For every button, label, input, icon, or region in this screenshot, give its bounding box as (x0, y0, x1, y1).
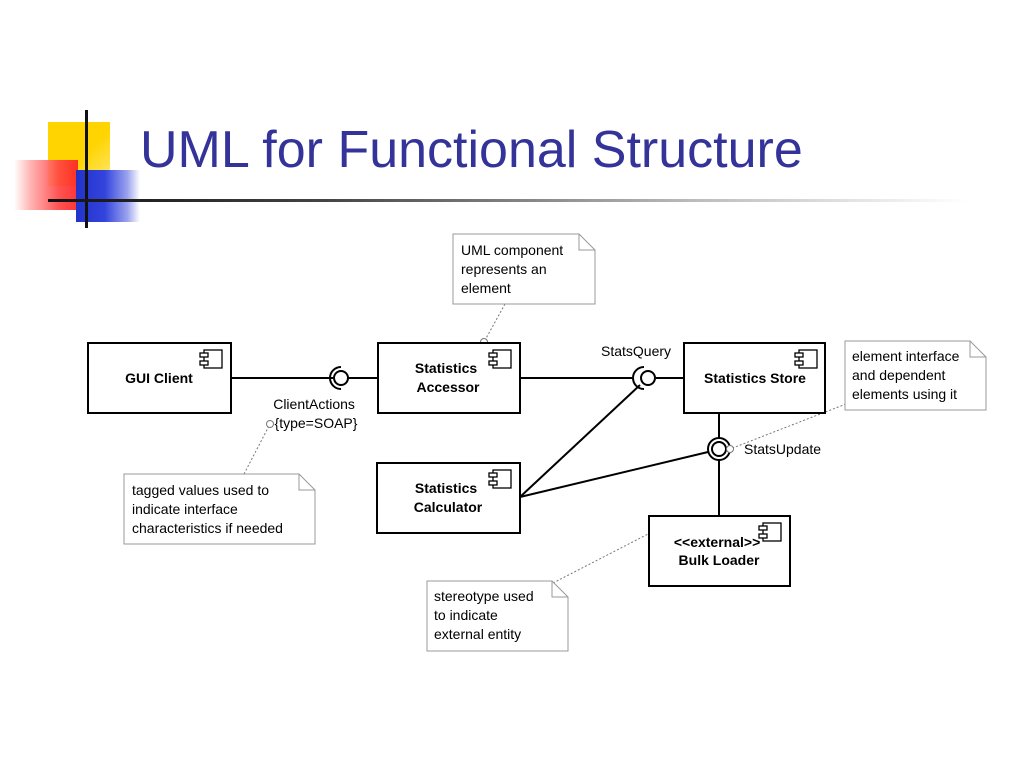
note-anchors (243, 303, 847, 584)
connectors (231, 377, 720, 516)
note-stereotype-fold (551, 581, 568, 598)
note-element-interface-shape (844, 340, 987, 411)
client-actions-label: ClientActions {type=SOAP} (273, 396, 359, 431)
statistics-store-label: Statistics Store (704, 370, 806, 386)
uml-component-icon (794, 349, 818, 369)
stats-query-socket (632, 366, 645, 390)
calculator-to-stats-update-line (519, 451, 709, 498)
uml-component-note-anchor (483, 303, 506, 343)
element-interface-note-anchor (729, 403, 847, 450)
component-statistics-accessor: Statistics Accessor (377, 342, 521, 414)
statistics-accessor-label: Statistics Accessor (415, 360, 481, 395)
gui-client-label: GUI Client (125, 370, 193, 386)
component-gui-client: GUI Client (87, 342, 232, 414)
element-interface-anchor-dot (726, 445, 734, 453)
note-element-interface-fold (969, 341, 986, 358)
note-uml-component-shape (452, 233, 596, 305)
note-element-interface-text: element interface and dependent elements… (852, 348, 963, 402)
stats-query-ball (640, 370, 656, 386)
uml-component-icon (758, 522, 782, 542)
note-element-interface: element interface and dependent elements… (844, 340, 987, 411)
note-stereotype-shape (426, 580, 569, 652)
calculator-to-stats-query-line (519, 384, 641, 498)
bulk-loader-label: <<external>> Bulk Loader (674, 534, 764, 568)
stats-update-label: StatsUpdate (744, 441, 821, 457)
stats-query-label: StatsQuery (601, 343, 671, 359)
uml-component-icon (199, 349, 223, 369)
note-stereotype: stereotype used to indicate external ent… (426, 580, 569, 652)
client-actions-interface (329, 366, 349, 390)
statistics-store-box (683, 342, 826, 414)
stats-update-ball (711, 441, 727, 457)
client-actions-socket (329, 366, 342, 390)
component-statistics-store: Statistics Store (683, 342, 826, 414)
decorative-vertical-rule (85, 110, 88, 228)
note-tagged-values-fold (298, 474, 315, 491)
component-statistics-calculator: Statistics Calculator (376, 462, 521, 534)
stereotype-note-anchor (552, 532, 651, 584)
note-uml-component-fold (578, 234, 595, 251)
tagged-values-anchor-dot (266, 420, 274, 428)
stats-query-interface (632, 366, 656, 390)
note-stereotype-text: stereotype used to indicate external ent… (434, 588, 538, 642)
title-underline-rule (48, 199, 968, 202)
uml-component-icon (488, 349, 512, 369)
component-bulk-loader: <<external>> Bulk Loader (648, 515, 791, 587)
uml-component-icon (488, 469, 512, 489)
note-uml-component-text: UML component represents an element (461, 242, 567, 296)
note-uml-component: UML component represents an element (452, 233, 596, 305)
statistics-calculator-label: Statistics Calculator (414, 480, 483, 515)
tagged-values-note-anchor (243, 423, 271, 475)
note-tagged-values-text: tagged values used to indicate interface… (132, 482, 283, 536)
note-tagged-values-shape (123, 473, 316, 545)
client-actions-ball (333, 370, 349, 386)
note-tagged-values: tagged values used to indicate interface… (123, 473, 316, 545)
slide-title: UML for Functional Structure (140, 121, 803, 179)
interfaces (329, 366, 731, 461)
